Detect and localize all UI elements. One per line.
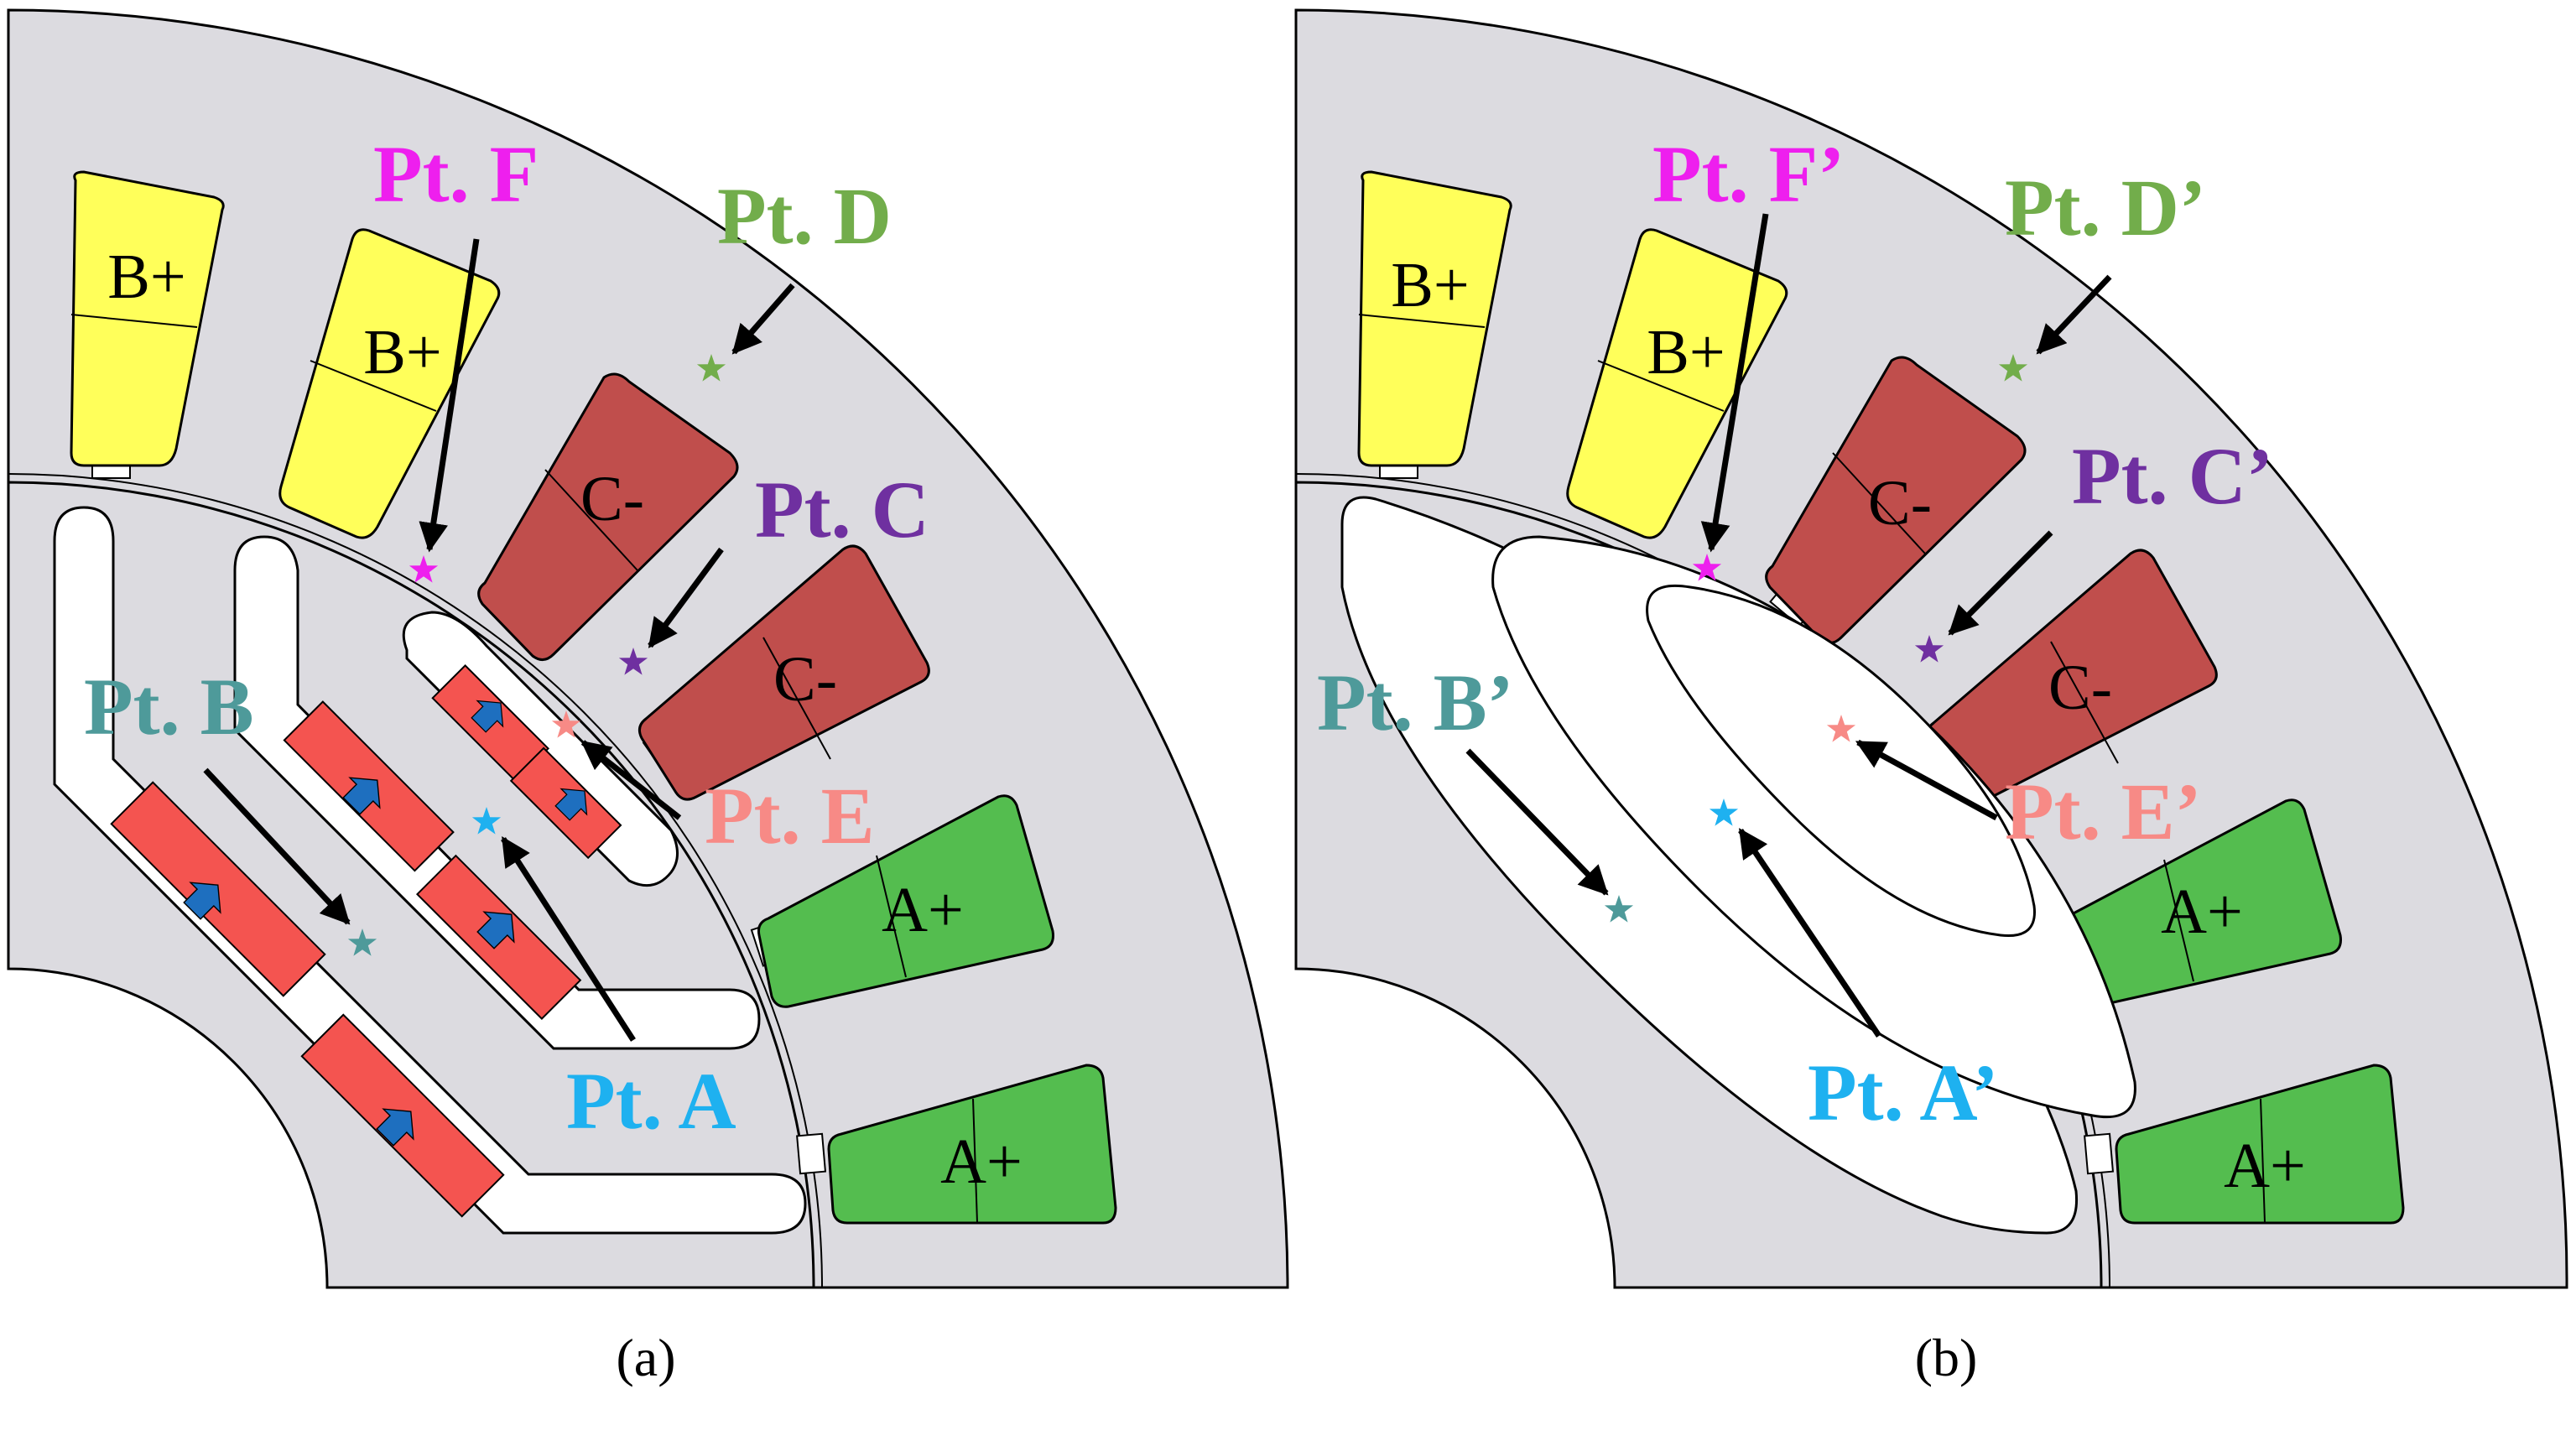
- coil-c1: C-: [1765, 356, 2027, 644]
- pt-a-label: Pt. A: [566, 1056, 736, 1146]
- coil-a1: A+: [2045, 799, 2342, 1012]
- coil-label: A+: [2224, 1131, 2306, 1201]
- pt-c-label: Pt. C’: [2072, 431, 2273, 521]
- coil-label: A+: [940, 1126, 1023, 1197]
- pt-d-label: Pt. D’: [2005, 163, 2206, 252]
- coil-label: B+: [363, 317, 442, 388]
- panel-a: B+ B+ C- C- A+ A+: [7, 8, 1289, 1387]
- coil-c2: C-: [637, 544, 930, 801]
- coil-label: B+: [107, 242, 186, 312]
- flux-barriers: [1340, 496, 2136, 1235]
- caption-b: (b): [1915, 1328, 1978, 1387]
- pt-a-label: Pt. A’: [1808, 1048, 1998, 1137]
- coil-label: B+: [1391, 250, 1470, 320]
- coil-b1: B+: [70, 170, 225, 467]
- pt-e-label: Pt. E’: [2005, 767, 2202, 856]
- coil-label: B+: [1647, 317, 1725, 388]
- coil-a1: A+: [757, 794, 1054, 1008]
- pt-d-label: Pt. D: [717, 171, 892, 261]
- leader-arrows: [1465, 213, 2112, 1038]
- coil-b1: B+: [1357, 170, 1512, 467]
- caption-a: (a): [616, 1328, 675, 1387]
- coil-a2: A+: [827, 1064, 1117, 1225]
- coil-b2: B+: [1566, 228, 1788, 539]
- coil-c1: C-: [477, 372, 739, 661]
- pt-b-label: Pt. B’: [1317, 658, 1514, 747]
- coil-label: A+: [882, 875, 964, 945]
- pt-b-label: Pt. B: [84, 662, 254, 752]
- coil-a2: A+: [2115, 1064, 2405, 1225]
- coil-label: C-: [580, 464, 644, 534]
- coil-label: C-: [773, 644, 837, 715]
- coil-label: C-: [2048, 653, 2112, 723]
- coil-b2: B+: [278, 228, 501, 539]
- pt-e-label: Pt. E: [705, 771, 875, 861]
- pt-f-label: Pt. F’: [1652, 129, 1845, 219]
- leader-arrows: [203, 238, 795, 1042]
- pt-c-label: Pt. C: [755, 465, 929, 554]
- coil-label: C-: [1868, 468, 1932, 538]
- panel-b: B+ B+ C- C- A+ A+: [1294, 8, 2568, 1387]
- pt-f-label: Pt. F: [373, 129, 539, 219]
- coil-label: A+: [2161, 877, 2243, 947]
